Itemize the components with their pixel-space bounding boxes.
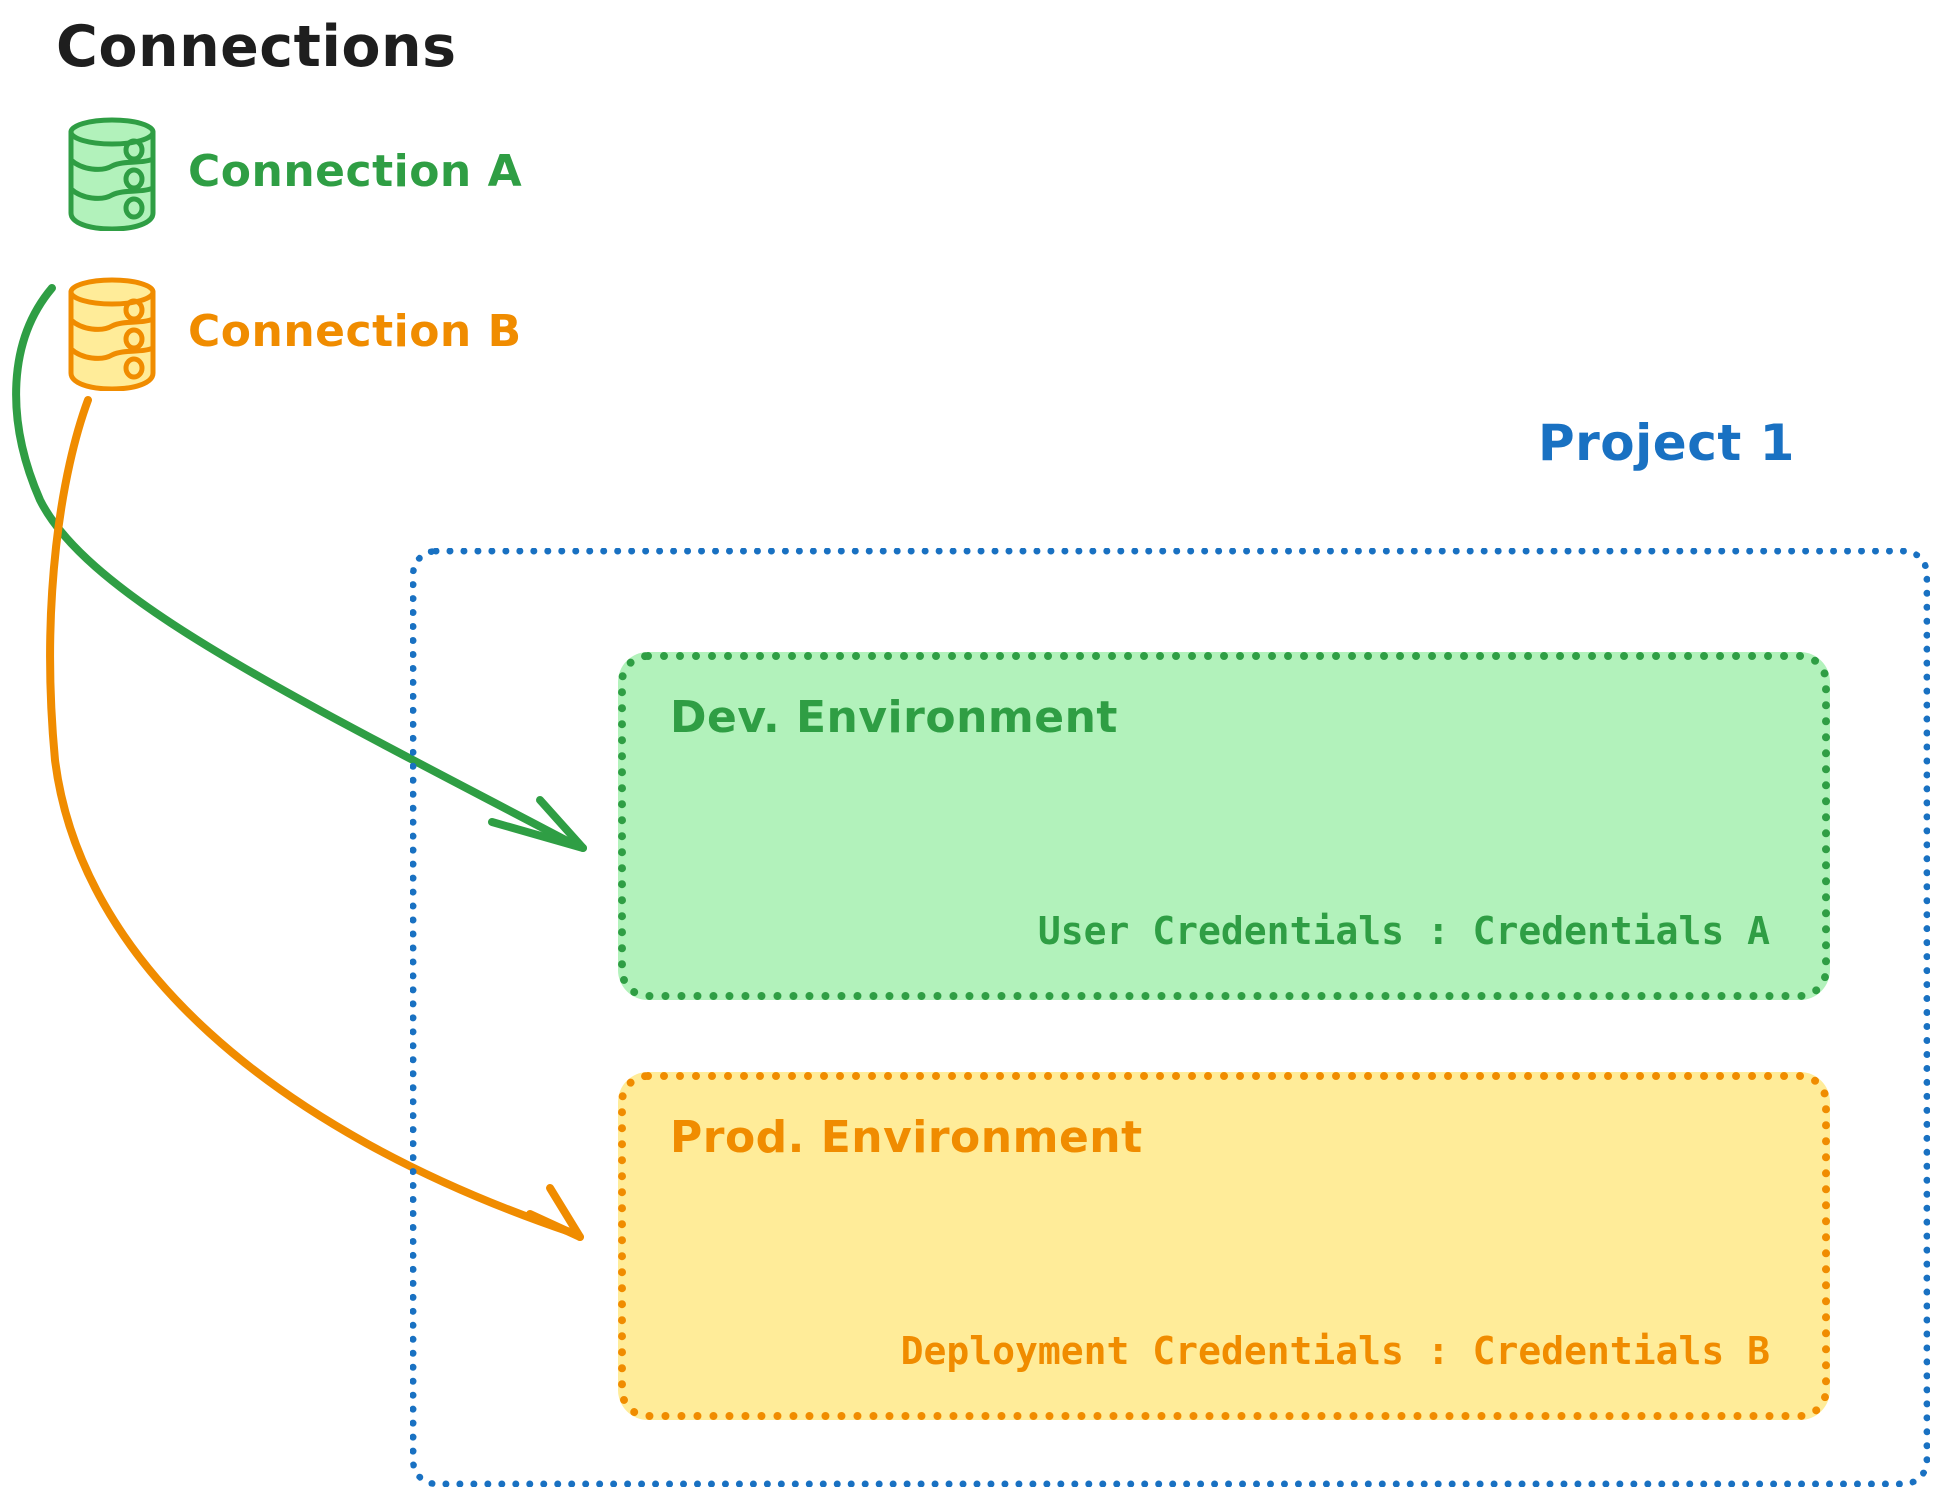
connection-item-b[interactable]: Connection B: [62, 273, 522, 391]
connection-item-a[interactable]: Connection A: [62, 113, 522, 231]
dev-environment-box[interactable]: Dev. Environment User Credentials : Cred…: [618, 652, 1830, 1000]
prod-environment-title: Prod. Environment: [670, 1112, 1143, 1163]
prod-environment-credentials: Deployment Credentials : Credentials B: [900, 1329, 1770, 1373]
project-container: [410, 548, 1930, 1487]
project-title: Project 1: [1538, 414, 1795, 472]
page-title: Connections: [56, 14, 457, 80]
database-cylinder-icon: [68, 117, 156, 231]
connection-label-b: Connection B: [188, 306, 522, 357]
dev-environment-title: Dev. Environment: [670, 692, 1118, 743]
database-cylinder-icon: [68, 277, 156, 391]
prod-environment-box[interactable]: Prod. Environment Deployment Credentials…: [618, 1072, 1830, 1420]
dev-environment-credentials: User Credentials : Credentials A: [1037, 909, 1770, 953]
connection-label-a: Connection A: [188, 146, 523, 197]
